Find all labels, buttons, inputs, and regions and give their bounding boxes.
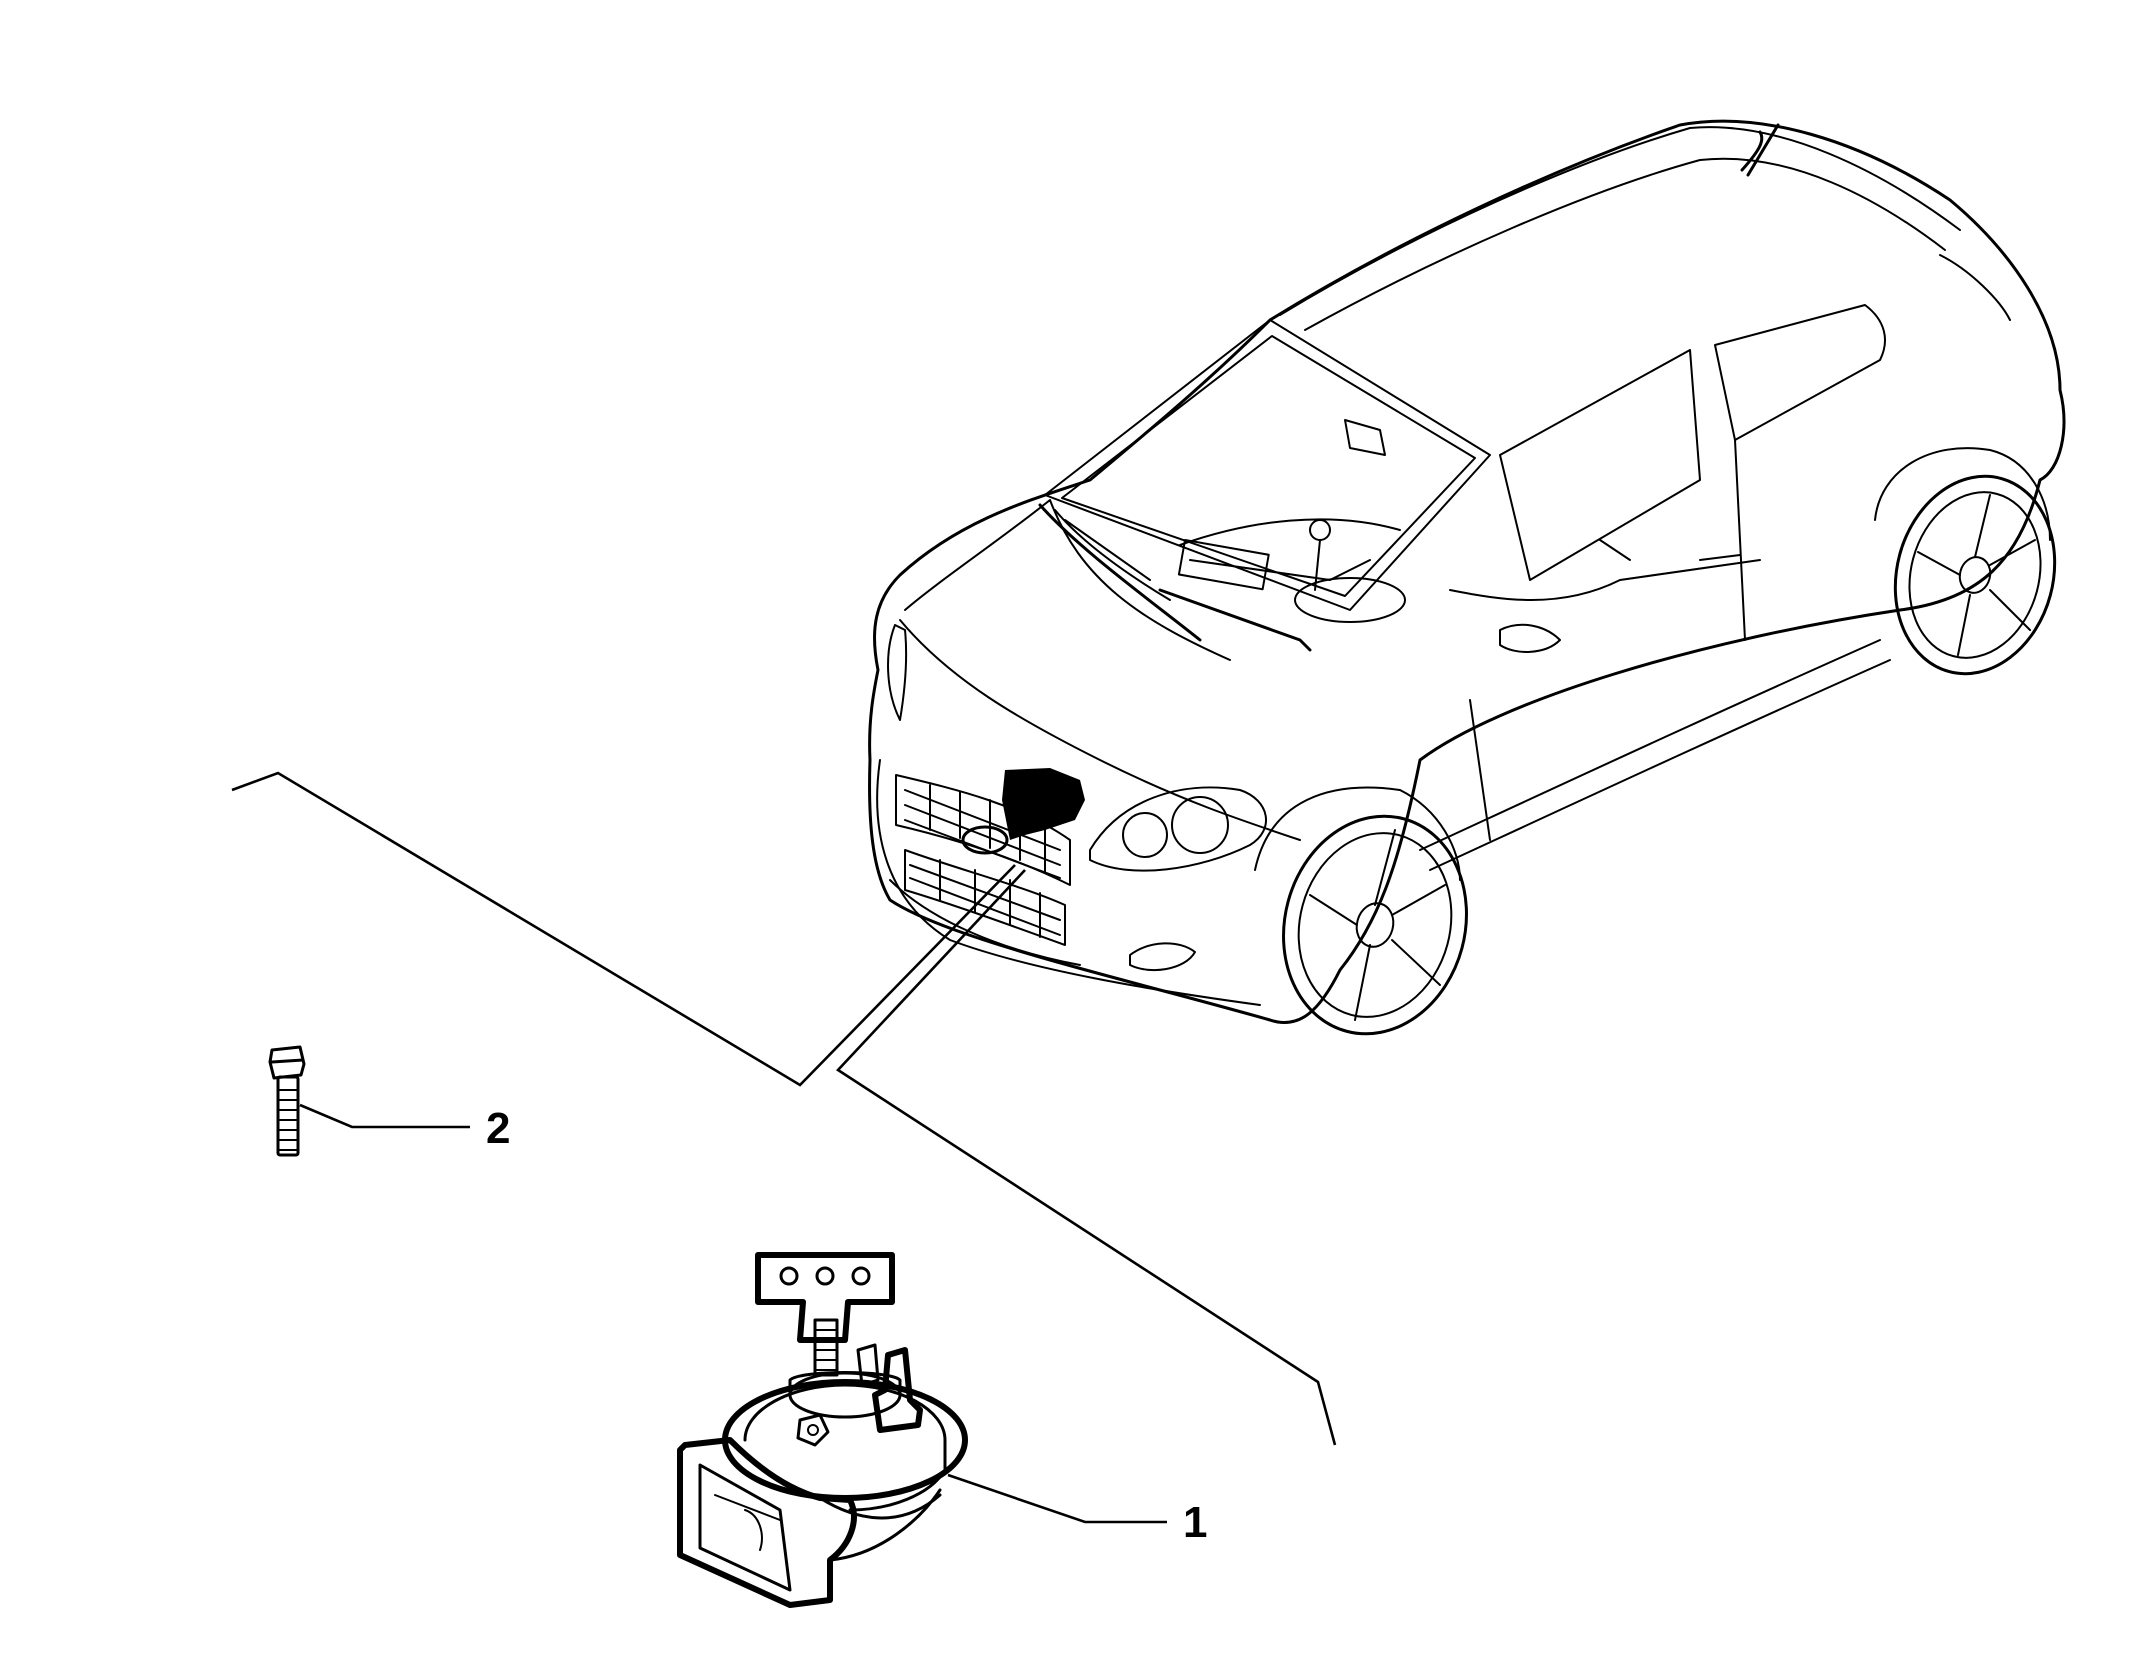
callout-1-leader (947, 1473, 1167, 1524)
callout-2-leader (299, 1103, 470, 1129)
car-illustration (868, 119, 2066, 1036)
lower-grille (904, 849, 1066, 946)
explosion-lines (231, 771, 1337, 1446)
callout-label-1: 1 (1183, 1498, 1207, 1547)
upper-grille (895, 774, 1071, 886)
front-wheel (1282, 814, 1468, 1036)
callout-label-2: 2 (486, 1104, 510, 1153)
horn-location-marker (1002, 768, 1085, 840)
horn-part (677, 1252, 968, 1608)
bolt-part (268, 1045, 306, 1157)
rear-wheel (1893, 474, 2057, 676)
